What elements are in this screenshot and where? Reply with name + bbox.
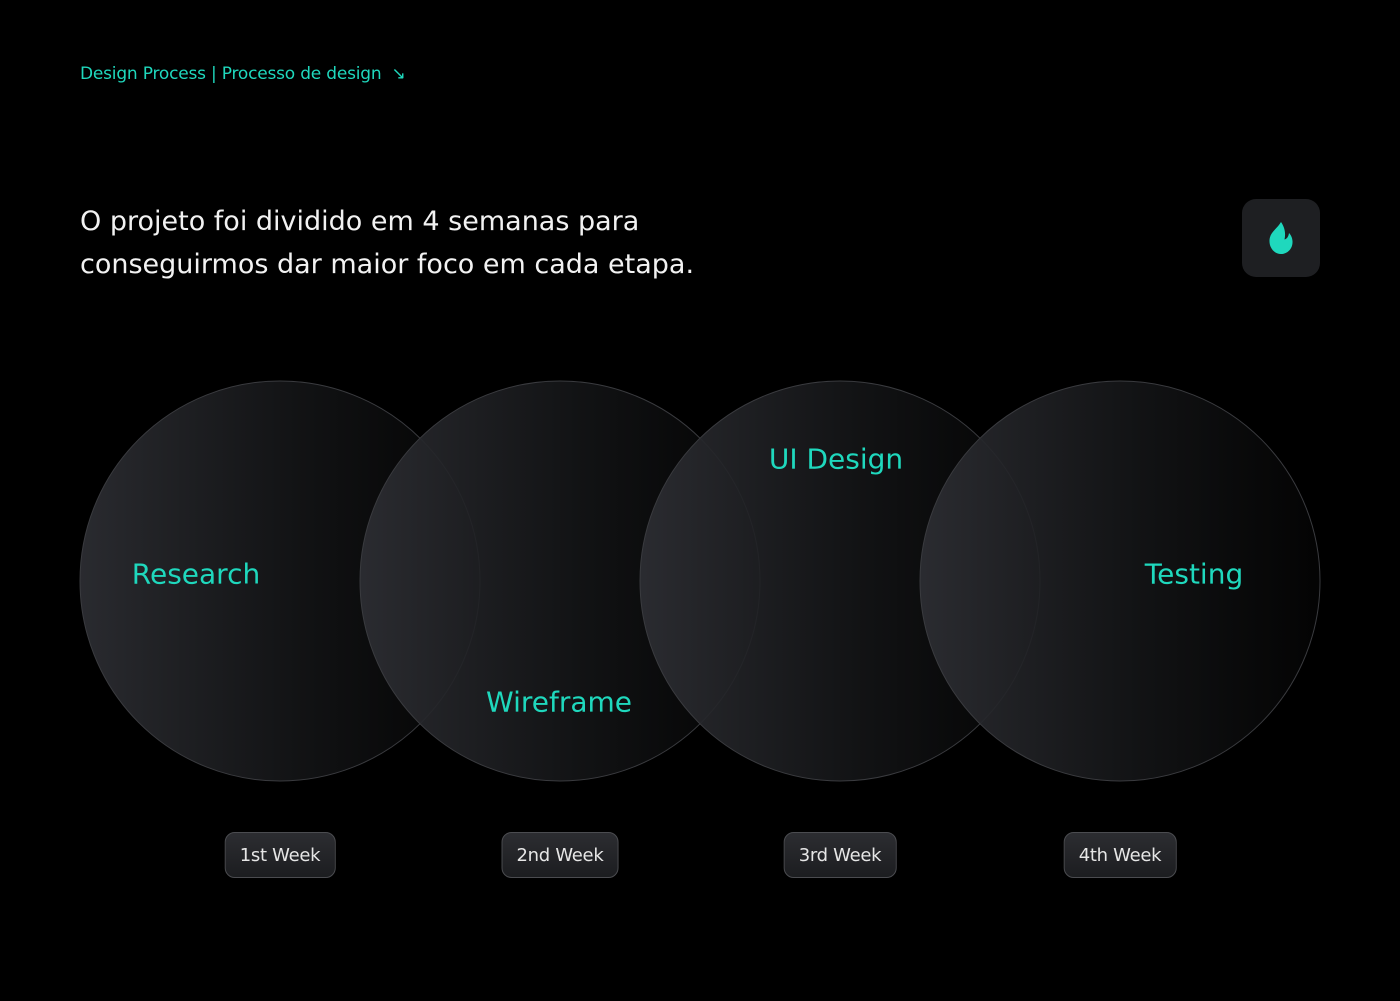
week-badge-4: 4th Week: [1063, 832, 1177, 878]
intro-line-2: conseguirmos dar maior foco em cada etap…: [80, 249, 695, 280]
breadcrumb-text: Design Process | Processo de design: [80, 64, 382, 84]
intro-line-1: O projeto foi dividido em 4 semanas para: [80, 206, 640, 237]
stage-label-4: Testing: [1144, 557, 1244, 591]
logo-tile: [1242, 199, 1320, 277]
stage-circle-4: [919, 380, 1321, 782]
stage-label-1: Research: [131, 557, 261, 591]
stage-label-3: UI Design: [768, 442, 904, 476]
stage-label-2: Wireframe: [485, 685, 633, 719]
breadcrumb[interactable]: Design Process | Processo de design ↘: [80, 64, 406, 84]
intro-text: O projeto foi dividido em 4 semanas para…: [80, 200, 840, 286]
flame-icon: [1269, 222, 1293, 254]
stage-circle-3: [639, 380, 1041, 782]
week-badge-1: 1st Week: [224, 832, 336, 878]
week-badge-2: 2nd Week: [501, 832, 619, 878]
week-badge-3: 3rd Week: [783, 832, 897, 878]
stage-circle-2: [359, 380, 761, 782]
arrow-down-right-icon: ↘: [391, 63, 406, 84]
